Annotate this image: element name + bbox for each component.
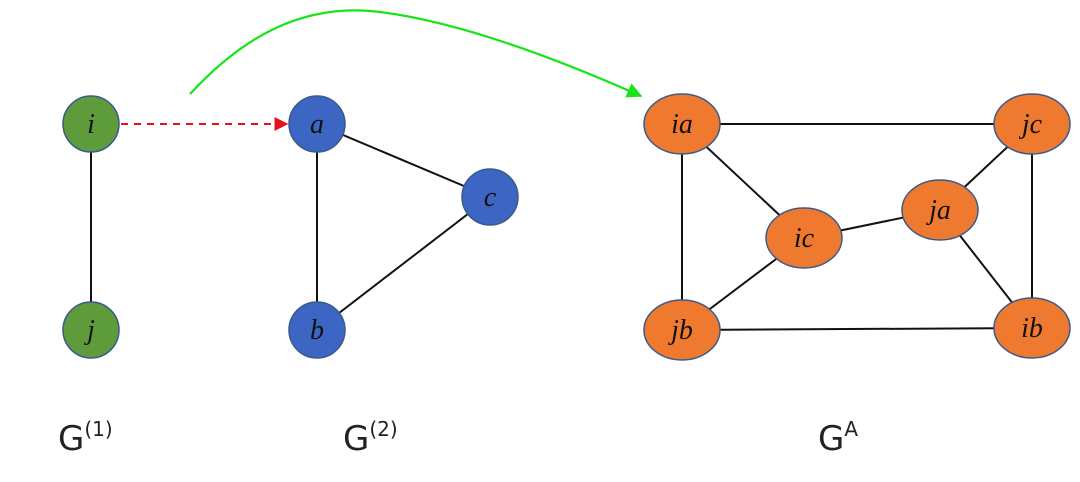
caption-g1: G(1) [58,417,113,459]
node-ga-ib-shape [993,297,1071,359]
node-ga-ja-label: ja [926,195,951,226]
node-ga-ic-label: ic [794,223,815,254]
node-ga-ic: ic [765,207,843,269]
caption-ga-base: G [818,419,844,459]
node-g2-a: a [288,95,346,153]
caption-ga-sup: A [844,417,858,441]
node-ga-jb: jb [643,299,721,361]
arrows-layer [121,9,643,131]
edges-layer [90,123,1033,331]
node-g1-i-shape [62,95,120,153]
product-arrow [189,9,643,98]
node-g2-b: b [288,301,346,359]
caption-g2: G(2) [343,417,398,459]
node-g2-b-shape [288,301,346,359]
node-g2-b-label: b [310,315,324,346]
node-g2-c-label: c [484,182,497,213]
node-g1-j-shape [62,301,120,359]
node-g2-c: c [461,168,519,226]
node-ga-ia-label: ia [671,109,693,140]
node-ga-jb-label: jb [668,315,693,346]
edge-g2-b-c [316,196,491,331]
edge-ga-jb-ib [681,327,1033,331]
node-ga-jc-label: jc [1019,109,1043,140]
node-ga-ic-shape [765,207,843,269]
node-g2-c-shape [461,168,519,226]
node-g1-i-label: i [87,109,95,140]
node-g2-a-label: a [310,109,324,140]
node-ga-ib: ib [993,297,1071,359]
node-g2-a-shape [288,95,346,153]
node-g1-j: j [62,301,120,359]
node-ga-ja: ja [901,179,979,241]
node-ga-jb-shape [643,299,721,361]
caption-ga: GA [818,417,858,459]
node-ga-ib-label: ib [1021,313,1043,344]
caption-g1-base: G [58,419,84,459]
node-g1-i: i [62,95,120,153]
node-ga-ja-shape [901,179,979,241]
node-g1-j-label: j [84,315,95,346]
node-ga-ia-shape [643,93,721,155]
node-ga-ia: ia [643,93,721,155]
node-ga-jc: jc [993,93,1071,155]
caption-g1-sup: (1) [84,417,112,441]
caption-g2-base: G [343,419,369,459]
caption-g2-sup: (2) [369,417,397,441]
node-ga-jc-shape [993,93,1071,155]
edge-g2-a-c [316,123,491,198]
